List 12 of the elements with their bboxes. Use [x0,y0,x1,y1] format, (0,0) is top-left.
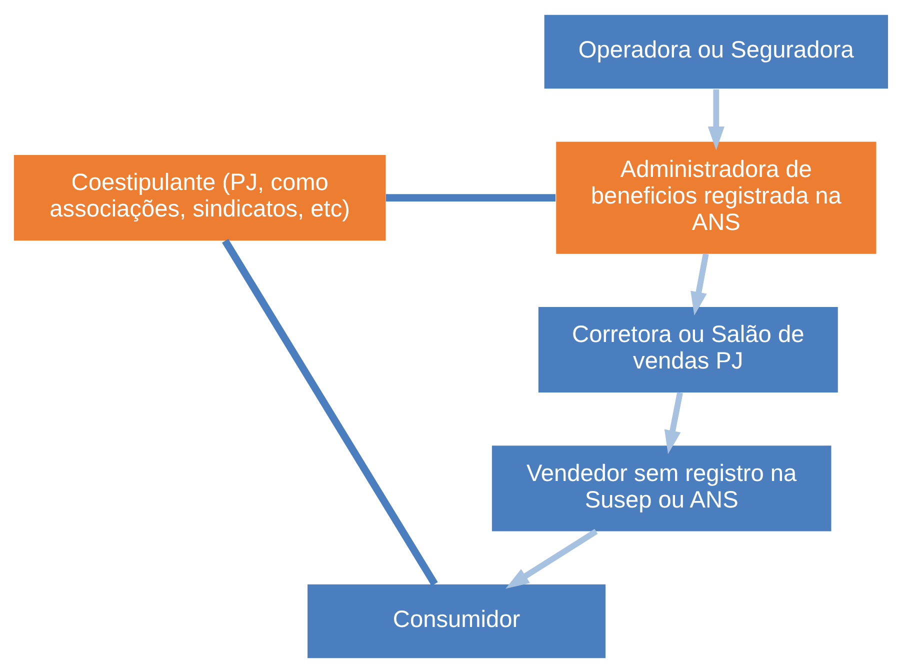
node-box: Vendedor sem registro na Susep ou ANS [492,445,832,531]
connector [222,238,438,586]
connector [386,194,556,202]
node-box: Consumidor [308,584,606,658]
arrow [708,88,724,150]
node-box: Operadora ou Seguradora [544,14,888,88]
arrow [664,392,683,454]
arrow [690,252,709,316]
node-box: Administradora de beneficios registrada na ANS [556,141,876,254]
node-box: Coestipulante (PJ, como associações, sindicatos, etc) [14,154,386,240]
arrow [506,528,598,588]
node-box: Corretora ou Salão de vendas PJ [538,306,838,392]
